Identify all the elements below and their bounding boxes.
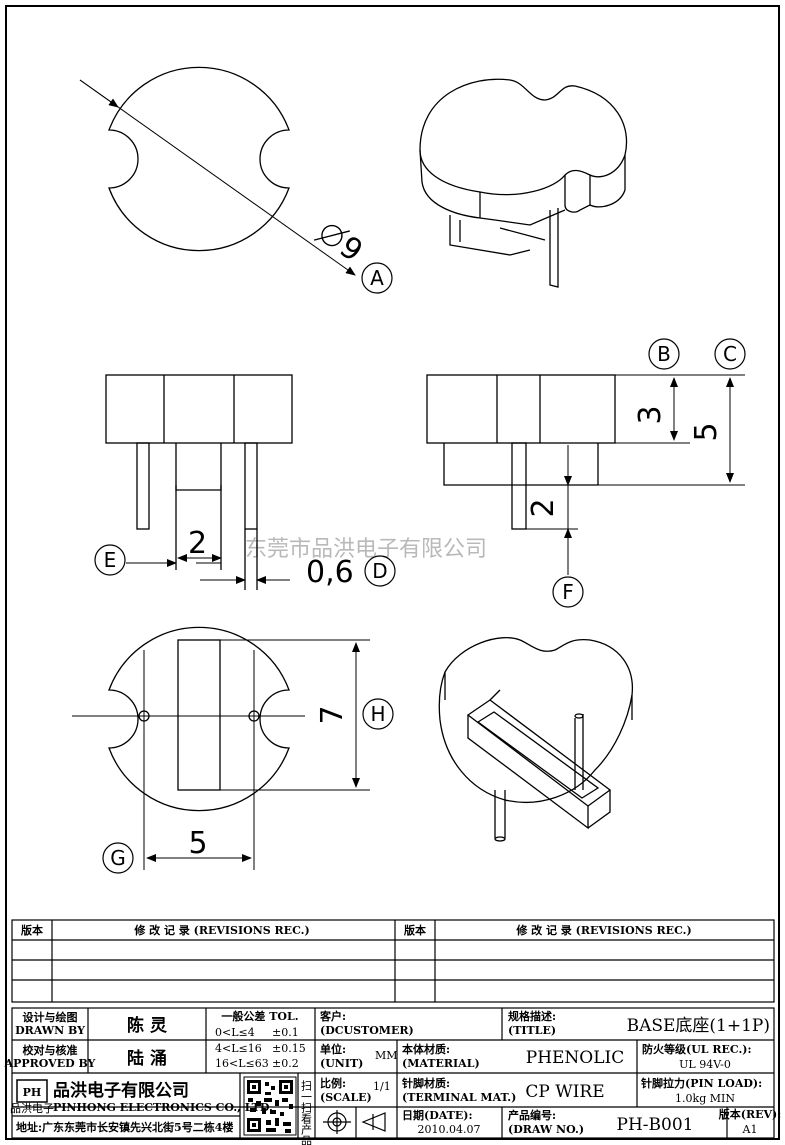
material-value: PHENOLIC xyxy=(526,1048,625,1068)
rev-col-records: 修 改 记 录 (REVISIONS REC.) xyxy=(133,923,309,937)
drawno-label-cn: 产品编号: xyxy=(508,1108,556,1122)
company-en: PINHONG ELECTRONICS CO., LTD. xyxy=(53,1101,273,1114)
rev-value: A1 xyxy=(742,1123,758,1136)
callout-f-label: F xyxy=(562,580,574,604)
customer-label-cn: 客户: xyxy=(319,1009,346,1023)
drawn-by-label-en: DRAWN BY xyxy=(15,1024,85,1037)
pin-load-label: 针脚拉力(PIN LOAD): xyxy=(641,1076,762,1090)
drawno-value: PH-B001 xyxy=(617,1115,694,1135)
flame-label: 防火等级(UL REC.): xyxy=(642,1042,752,1056)
material-label-cn: 本体材质: xyxy=(402,1042,450,1056)
address: 地址:广东东莞市长安镇先兴北街5号二栋4楼 xyxy=(16,1120,233,1134)
projection-symbol-icon xyxy=(323,1110,386,1134)
title-block-grid xyxy=(11,1007,775,1139)
iso-bottom-view xyxy=(438,637,634,842)
customer-label-en: (DCUSTOMER) xyxy=(320,1024,414,1037)
callout-b-label: B xyxy=(657,342,671,366)
tol-row-2-value: ±0.2 xyxy=(272,1057,299,1070)
callout-b: B xyxy=(648,338,680,370)
callout-c-label: C xyxy=(723,342,737,366)
title-label-en: (TITLE) xyxy=(508,1024,556,1037)
dim-pin-06: 0,6 xyxy=(306,555,354,590)
logo-text: PH xyxy=(23,1086,42,1099)
dim-height-3: 3 xyxy=(633,405,668,424)
callout-d-label: D xyxy=(372,559,387,583)
terminal-value: CP WIRE xyxy=(525,1082,604,1102)
drawn-by-value: 陈 灵 xyxy=(127,1015,168,1036)
tol-title: 一般公差 TOL. xyxy=(221,1009,298,1023)
callout-c: C xyxy=(714,338,746,370)
terminal-label-en: (TERMINAL MAT.) xyxy=(402,1091,516,1104)
callout-e-label: E xyxy=(104,548,117,572)
diameter-label: 9 xyxy=(313,224,369,269)
top-outline-view xyxy=(108,66,290,252)
rev-col-version: 版本 xyxy=(21,923,43,937)
iso-top-view xyxy=(419,78,628,288)
diameter-leader xyxy=(79,79,356,276)
terminal-label-cn: 针脚材质: xyxy=(402,1076,450,1090)
dim-pin-2: 2 xyxy=(526,498,561,517)
material-label-en: (MATERIAL) xyxy=(402,1057,480,1070)
diameter-arrow-start xyxy=(79,79,119,108)
approved-label-en: APPROVED BY xyxy=(4,1057,96,1070)
tol-row-1-value: ±0.15 xyxy=(272,1042,306,1055)
tol-row-2-range: 16<L≤63 xyxy=(215,1057,269,1070)
title-value: BASE底座(1+1P) xyxy=(627,1016,770,1036)
callout-h: H xyxy=(362,698,394,730)
rev-col-records2: 修 改 记 录 (REVISIONS REC.) xyxy=(515,923,691,937)
unit-value: MM xyxy=(375,1049,398,1062)
date-label: 日期(DATE): xyxy=(402,1108,473,1122)
unit-label-cn: 单位: xyxy=(320,1042,346,1056)
date-value: 2010.04.07 xyxy=(418,1123,481,1136)
company-logo: PH 品洪电子 xyxy=(10,1079,54,1115)
side-view xyxy=(426,374,616,530)
pin-load-value: 1.0kg MIN xyxy=(675,1092,735,1105)
company-cn: 品洪电子有限公司 xyxy=(53,1080,189,1101)
callout-g: G xyxy=(102,842,134,874)
callout-h-label: H xyxy=(370,702,385,726)
callout-e: E xyxy=(94,544,126,576)
callout-d: D xyxy=(364,555,396,587)
scale-label-en: (SCALE) xyxy=(320,1091,372,1104)
revision-table xyxy=(11,919,775,1003)
logo-sub: 品洪电子 xyxy=(10,1101,54,1115)
qr-side-text: 扫一扫看产品 xyxy=(300,1080,313,1145)
dim-width-2: 2 xyxy=(188,526,207,561)
tol-row-0-value: ±0.1 xyxy=(272,1026,299,1039)
qr-code xyxy=(243,1076,297,1136)
dim-spacing-5: 5 xyxy=(188,826,207,861)
callout-a: A xyxy=(361,262,393,294)
rev-col-version2: 版本 xyxy=(404,923,426,937)
flame-value: UL 94V-0 xyxy=(679,1058,731,1071)
drawno-label-en: (DRAW NO.) xyxy=(508,1123,584,1136)
approved-by-value: 陆 涌 xyxy=(127,1049,167,1069)
scale-value: 1/1 xyxy=(373,1080,391,1093)
callout-a-label: A xyxy=(370,266,384,290)
watermark: 东莞市品洪电子有限公司 xyxy=(245,537,487,562)
tol-row-0-range: 0<L≤4 xyxy=(215,1026,255,1039)
scale-label-cn: 比例: xyxy=(320,1076,346,1090)
title-label-cn: 规格描述: xyxy=(508,1009,556,1023)
drawn-by-label-cn: 设计与绘图 xyxy=(23,1010,78,1024)
approved-label-cn: 校对与核准 xyxy=(23,1043,78,1057)
bottom-view xyxy=(108,626,290,812)
dim-height-5: 5 xyxy=(689,422,724,441)
unit-label-en: (UNIT) xyxy=(320,1057,363,1070)
callout-f: F xyxy=(552,576,584,608)
sheet-frame xyxy=(5,5,780,1140)
rev-label: 版本(REV): xyxy=(719,1107,782,1121)
dim-width-7: 7 xyxy=(315,705,350,724)
tol-row-1-range: 4<L≤16 xyxy=(215,1042,262,1055)
callout-g-label: G xyxy=(110,846,126,870)
